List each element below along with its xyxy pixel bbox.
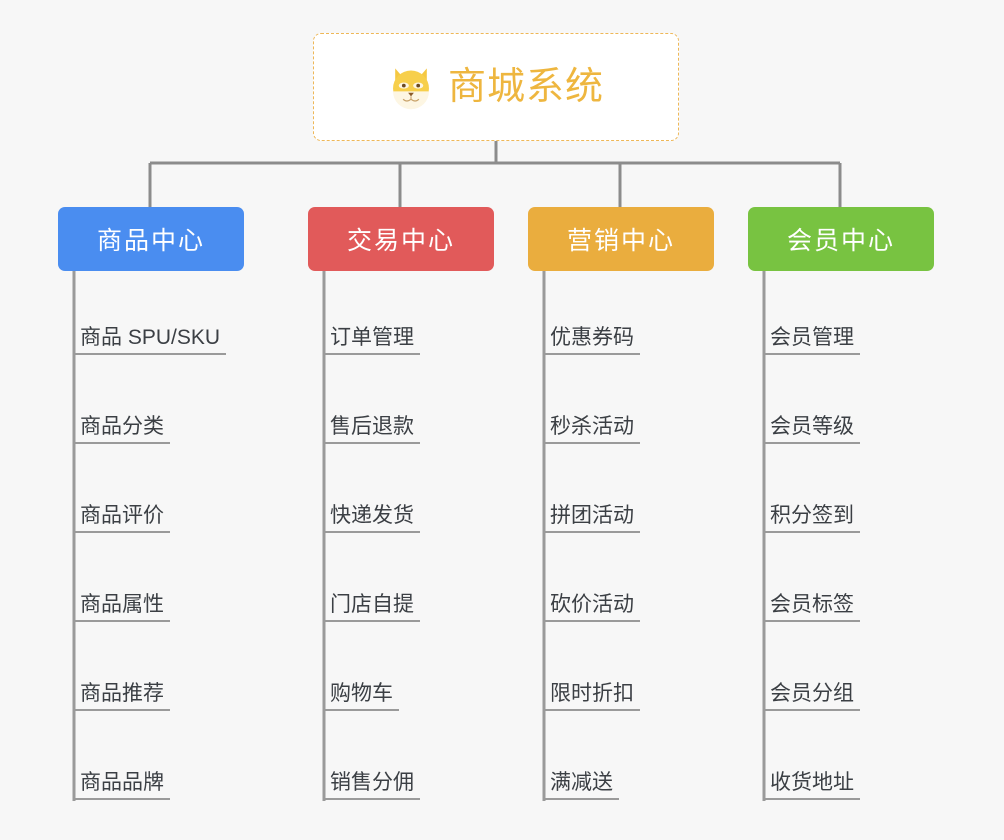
leaf-item[interactable]: 会员标签 <box>764 578 860 622</box>
leaf-item-label: 满减送 <box>550 770 613 794</box>
leaf-item[interactable]: 拼团活动 <box>544 489 640 533</box>
leaf-item-label: 商品 SPU/SKU <box>80 325 221 349</box>
leaf-item[interactable]: 商品分类 <box>74 400 170 444</box>
leaf-item[interactable]: 秒杀活动 <box>544 400 640 444</box>
shiba-dog-face-icon <box>393 68 429 110</box>
leaf-item-label: 会员管理 <box>770 325 854 349</box>
leaf-item-label: 商品评价 <box>80 503 164 527</box>
leaf-item[interactable]: 订单管理 <box>324 311 420 355</box>
leaf-item-label: 会员分组 <box>770 681 854 705</box>
leaf-item[interactable]: 售后退款 <box>324 400 420 444</box>
leaf-item-label: 积分签到 <box>770 503 854 527</box>
leaf-item-label: 商品推荐 <box>80 681 164 705</box>
category-label: 会员中心 <box>786 227 895 255</box>
leaf-item-label: 商品属性 <box>80 592 164 616</box>
category-box-marketing-center[interactable]: 营销中心 <box>528 207 714 271</box>
category-label: 商品中心 <box>96 227 205 255</box>
leaf-item-label: 会员标签 <box>770 592 854 616</box>
leaf-item[interactable]: 满减送 <box>544 756 619 800</box>
leaf-item[interactable]: 商品推荐 <box>74 667 170 711</box>
leaf-item[interactable]: 积分签到 <box>764 489 860 533</box>
leaf-item[interactable]: 商品属性 <box>74 578 170 622</box>
category-label: 交易中心 <box>346 227 455 255</box>
leaf-item-label: 会员等级 <box>770 414 854 438</box>
leaf-item[interactable]: 砍价活动 <box>544 578 640 622</box>
category-box-trade-center[interactable]: 交易中心 <box>308 207 494 271</box>
leaf-item[interactable]: 商品评价 <box>74 489 170 533</box>
leaf-item-label: 砍价活动 <box>550 592 634 616</box>
root-title: 商城系统 <box>447 66 604 108</box>
leaf-item[interactable]: 会员分组 <box>764 667 860 711</box>
leaf-item[interactable]: 购物车 <box>324 667 399 711</box>
category-label: 营销中心 <box>566 227 675 255</box>
root-node[interactable]: 商城系统 <box>313 33 679 141</box>
leaf-item-label: 商品分类 <box>80 414 164 438</box>
leaf-item-label: 商品品牌 <box>80 770 164 794</box>
leaf-item-label: 优惠券码 <box>550 325 634 349</box>
leaf-item-label: 销售分佣 <box>330 770 414 794</box>
leaf-item-label: 限时折扣 <box>550 681 634 705</box>
leaf-item[interactable]: 商品 SPU/SKU <box>74 311 227 355</box>
category-box-member-center[interactable]: 会员中心 <box>748 207 934 271</box>
leaf-item-label: 秒杀活动 <box>550 414 634 438</box>
leaf-item-label: 拼团活动 <box>550 503 634 527</box>
leaf-item[interactable]: 收货地址 <box>764 756 860 800</box>
leaf-item-label: 快递发货 <box>330 503 414 527</box>
leaf-item-label: 售后退款 <box>330 414 414 438</box>
leaf-item[interactable]: 快递发货 <box>324 489 420 533</box>
leaf-item-label: 订单管理 <box>330 325 414 349</box>
leaf-item[interactable]: 会员等级 <box>764 400 860 444</box>
leaf-item[interactable]: 限时折扣 <box>544 667 640 711</box>
leaf-item-label: 收货地址 <box>770 770 854 794</box>
leaf-item-label: 购物车 <box>330 681 393 705</box>
leaf-item[interactable]: 门店自提 <box>324 578 420 622</box>
category-box-product-center[interactable]: 商品中心 <box>58 207 244 271</box>
leaf-item[interactable]: 优惠券码 <box>544 311 640 355</box>
leaf-item-label: 门店自提 <box>330 592 414 616</box>
leaf-item[interactable]: 销售分佣 <box>324 756 420 800</box>
leaf-item[interactable]: 会员管理 <box>764 311 860 355</box>
leaf-item[interactable]: 商品品牌 <box>74 756 170 800</box>
